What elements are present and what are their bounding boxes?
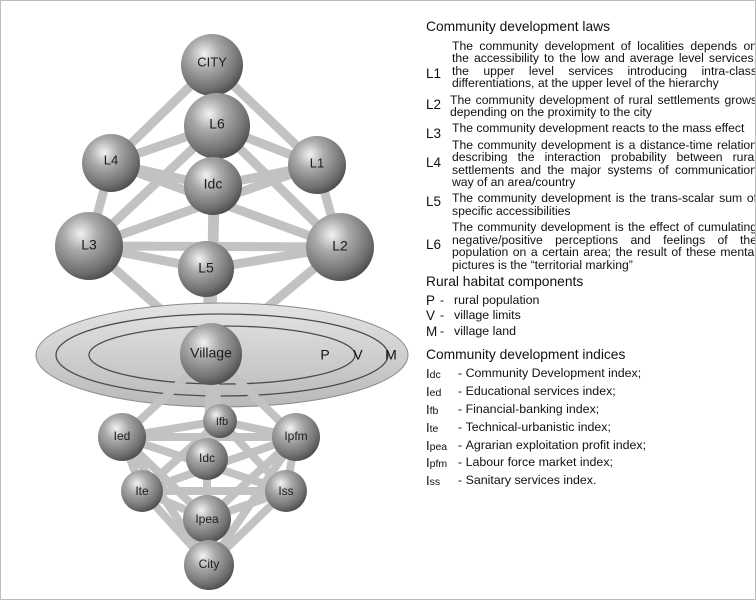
law-l4: L4 The community development is a distan…: [426, 137, 756, 190]
svg-text:L1: L1: [310, 155, 324, 170]
index-code: Ite: [426, 419, 439, 435]
svg-text:Idc: Idc: [199, 451, 215, 465]
node-l3: L3: [55, 212, 123, 280]
ring-label-p: P: [320, 347, 329, 363]
law-code: L5: [426, 194, 442, 210]
node-village: Village: [180, 323, 242, 385]
law-text: The community development is a distance-…: [452, 137, 756, 190]
law-l3: L3 The community development reacts to t…: [426, 121, 755, 141]
index-item-fb: Ifb - Financial-banking index;: [426, 402, 755, 420]
law-code: L6: [426, 237, 442, 253]
node-l6: L6: [184, 93, 250, 159]
svg-text:Village: Village: [190, 345, 232, 361]
habitat-item-m: M - village land: [426, 323, 516, 339]
node-idc: Idc: [184, 157, 242, 215]
index-text: Sanitary services index.: [465, 473, 597, 488]
node-idc-lower: Idc: [186, 438, 228, 480]
law-text: The community development of localities …: [452, 39, 756, 91]
index-text: Labour force market index;: [465, 455, 613, 470]
index-code: Ipea: [426, 437, 448, 453]
node-ite: Ite: [121, 470, 163, 512]
node-ied: Ied: [98, 413, 146, 461]
svg-text:Iss: Iss: [278, 484, 293, 498]
node-l5: L5: [178, 241, 234, 297]
index-code: Ifb: [426, 402, 439, 417]
index-item-ss: Iss - Sanitary services index.: [426, 473, 755, 491]
svg-text:Ipea: Ipea: [195, 512, 219, 526]
law-code: L4: [426, 154, 442, 170]
habitat-title: Rural habitat components: [426, 273, 584, 289]
index-item-te: Ite - Technical-urbanistic index;: [426, 419, 755, 438]
svg-text:Ipfm: Ipfm: [284, 429, 307, 443]
ring-label-v: V: [353, 347, 363, 363]
habitat-list: P - rural population V - village limits …: [426, 292, 755, 340]
node-city: CITY: [181, 34, 243, 96]
svg-text:CITY: CITY: [197, 54, 227, 69]
svg-text:Ite: Ite: [135, 484, 149, 498]
law-l1: L1 The community development of localiti…: [426, 39, 756, 91]
habitat-code: P: [426, 292, 436, 308]
svg-text:L2: L2: [332, 238, 348, 254]
node-ipea: Ipea: [183, 495, 231, 543]
ring-label-m: M: [385, 347, 397, 363]
index-code: Idc: [426, 366, 441, 382]
law-text: The community development is the trans-s…: [452, 191, 756, 218]
svg-text:L3: L3: [81, 237, 97, 253]
index-item-pea: Ipea - Agrarian exploitation profit inde…: [426, 437, 755, 456]
network-diagram: P V M: [35, 34, 409, 590]
node-l2: L2: [306, 213, 374, 281]
law-l2: L2 The community development of rural se…: [426, 92, 756, 120]
svg-text:L4: L4: [104, 152, 118, 167]
law-text: The community development of rural settl…: [450, 92, 756, 120]
habitat-text: village limits: [454, 308, 521, 323]
habitat-text: rural population: [454, 292, 540, 307]
law-code: L1: [426, 66, 442, 81]
svg-text:City: City: [199, 557, 220, 571]
index-text: Community Development index;: [465, 366, 642, 381]
law-text: The community development is the effect …: [452, 220, 756, 272]
index-code: Ipfm: [426, 455, 448, 471]
law-code: L2: [426, 96, 442, 112]
node-ipfm: Ipfm: [272, 413, 320, 461]
legend-panel: Community development laws L1 The commun…: [426, 19, 756, 491]
habitat-text: village land: [454, 323, 516, 338]
node-l4: L4: [82, 134, 140, 192]
svg-text:L5: L5: [198, 260, 214, 276]
indices-title: Community development indices: [426, 347, 626, 363]
law-code: L3: [426, 126, 442, 142]
indices-list: Idc - Community Development index; Ied -…: [426, 366, 755, 491]
index-code: Ied: [426, 384, 442, 400]
lower-nodes: Ifb Ied Ipfm Idc Ite Iss: [98, 404, 320, 590]
node-city-lower: City: [184, 540, 234, 590]
law-l5: L5 The community development is the tran…: [426, 191, 756, 218]
law-text: The community development reacts to the …: [452, 121, 745, 136]
svg-text:L6: L6: [209, 116, 225, 132]
node-ifb: Ifb: [203, 404, 237, 438]
law-l6: L6 The community development is the effe…: [426, 220, 756, 272]
laws-title: Community development laws: [426, 19, 611, 34]
index-text: Agrarian exploitation profit index;: [465, 437, 647, 452]
index-text: Financial-banking index;: [465, 402, 600, 416]
habitat-code: M: [426, 323, 438, 339]
svg-text:Ifb: Ifb: [216, 416, 228, 428]
node-iss: Iss: [265, 470, 307, 512]
node-l1: L1: [288, 136, 346, 194]
index-item-ed: Ied - Educational services index;: [426, 384, 755, 402]
habitat-item-p: P - rural population: [426, 292, 540, 308]
index-item-pfm: Ipfm - Labour force market index;: [426, 455, 755, 473]
index-code: Iss: [426, 473, 441, 489]
habitat-item-v: V - village limits: [426, 308, 521, 324]
index-text: Educational services index;: [465, 384, 616, 399]
habitat-code: V: [426, 308, 436, 324]
svg-text:Ied: Ied: [114, 429, 131, 443]
svg-text:Idc: Idc: [204, 176, 223, 192]
index-item-dc: Idc - Community Development index;: [426, 366, 755, 384]
upper-nodes: L5 CITY L4 L1 L6 Idc: [55, 34, 374, 385]
index-text: Technical-urbanistic index;: [465, 419, 611, 434]
